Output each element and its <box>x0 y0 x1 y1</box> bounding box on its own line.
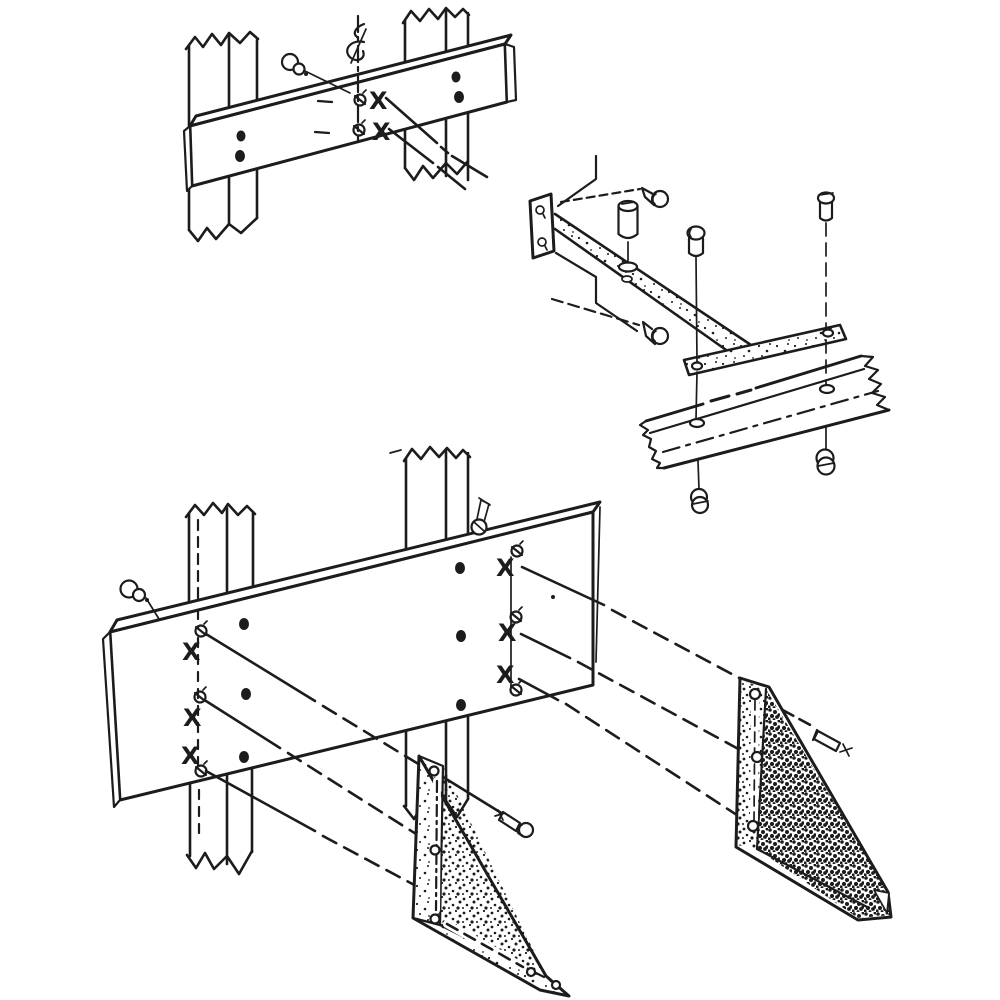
left-x-column: X X X <box>181 608 209 778</box>
base-leader-dashes <box>445 922 525 969</box>
right-stud-top-jag <box>401 6 471 25</box>
board-hole <box>455 562 465 574</box>
speed-nut <box>689 487 710 515</box>
x-marker-label: X <box>496 661 515 689</box>
left-stud <box>184 501 257 876</box>
rail-inner-edge <box>648 367 866 435</box>
base-hole <box>525 966 537 978</box>
gusset-tail-notch <box>873 889 890 914</box>
tick-dash <box>313 99 334 135</box>
washer <box>617 261 639 273</box>
flange-hole <box>750 750 764 764</box>
gusset-flange-edge <box>417 754 445 927</box>
gusset-base-edge <box>755 847 871 910</box>
right-x-column: X X X <box>496 539 525 697</box>
rail-centerline <box>661 389 880 454</box>
board-hole <box>454 91 464 103</box>
machine-screw <box>816 191 836 452</box>
support-strap <box>553 212 848 377</box>
lower-board-assembly: X X X X X X <box>101 445 893 998</box>
crossbar-right-end <box>503 42 518 104</box>
leader-dashed <box>559 187 642 204</box>
tick-dash <box>389 449 402 454</box>
mounting-board <box>101 500 602 809</box>
board-hole <box>235 150 245 162</box>
wall-plate <box>528 192 556 260</box>
board-hole <box>456 699 466 711</box>
small-screw <box>470 497 491 536</box>
lag-screw-right <box>811 728 853 757</box>
x-marker-label: X <box>372 118 391 146</box>
strap-hole <box>690 361 704 371</box>
x-marker-label: X <box>496 554 515 582</box>
board-hole <box>456 630 466 642</box>
board-hole <box>241 688 251 700</box>
flat-head-screw-top <box>640 186 670 209</box>
hex-bolt <box>617 199 639 283</box>
speed-nut <box>815 448 836 476</box>
board-hole <box>236 130 246 142</box>
rail-left-jag <box>638 419 666 470</box>
gusset-bracket-right <box>734 676 893 922</box>
leader-lines-left <box>204 632 427 889</box>
board-left-end <box>101 630 122 809</box>
x-marker-label: X <box>182 638 201 666</box>
foot-hole <box>550 979 562 991</box>
rail-hole <box>818 383 836 395</box>
strap-hole <box>821 328 835 338</box>
board-right-end <box>595 506 601 663</box>
crossbar-board <box>182 33 518 193</box>
strap-arm-edges <box>553 212 759 354</box>
leader-line <box>384 96 489 179</box>
mounting-screw <box>280 52 351 94</box>
left-stud-bottom-jag <box>187 216 259 243</box>
stray-dot <box>551 595 555 599</box>
flange-hole <box>429 844 441 856</box>
mounting-rail <box>638 354 891 470</box>
flange-hole <box>429 913 441 925</box>
round-head-bolt <box>686 225 706 490</box>
centerline-symbol <box>346 22 367 64</box>
right-stud-bottom-jag <box>403 159 470 182</box>
crossbar-left-end <box>182 124 194 193</box>
left-stud-top-jag <box>184 30 260 51</box>
flat-head-screw-lower <box>641 320 670 346</box>
leader-line <box>387 127 467 191</box>
leader-dashed <box>550 297 641 327</box>
rail-bottom-edge <box>662 408 891 470</box>
leader-line-segment <box>441 775 505 816</box>
board-hole <box>239 751 249 763</box>
lag-screw-left <box>494 809 535 839</box>
x-marker-label: X <box>181 742 200 770</box>
rail-hole <box>688 417 706 429</box>
rail-right-jag <box>859 354 891 412</box>
rail-top-edge <box>644 354 863 423</box>
mounting-screw <box>119 579 160 620</box>
wall-bracket-assembly <box>528 154 891 515</box>
plate-hole <box>535 205 545 215</box>
witness-line <box>556 154 598 208</box>
gusset-bracket-left <box>411 754 571 998</box>
x-marker-label: X <box>369 87 388 115</box>
flange-hole <box>746 819 760 833</box>
x-marker-label: X <box>183 704 202 732</box>
crossbar-front-face <box>188 42 509 188</box>
flange-hole <box>428 765 440 777</box>
bolt-shaft <box>695 256 700 490</box>
board-hole <box>451 71 461 83</box>
board-hole <box>239 618 249 630</box>
crossbar-assembly: X X <box>182 6 518 243</box>
witness-line <box>554 251 639 333</box>
plate-hole <box>537 237 547 247</box>
x-marker-label: X <box>498 619 517 647</box>
flange-hole <box>748 687 762 701</box>
gusset-flange-edge <box>755 687 768 851</box>
